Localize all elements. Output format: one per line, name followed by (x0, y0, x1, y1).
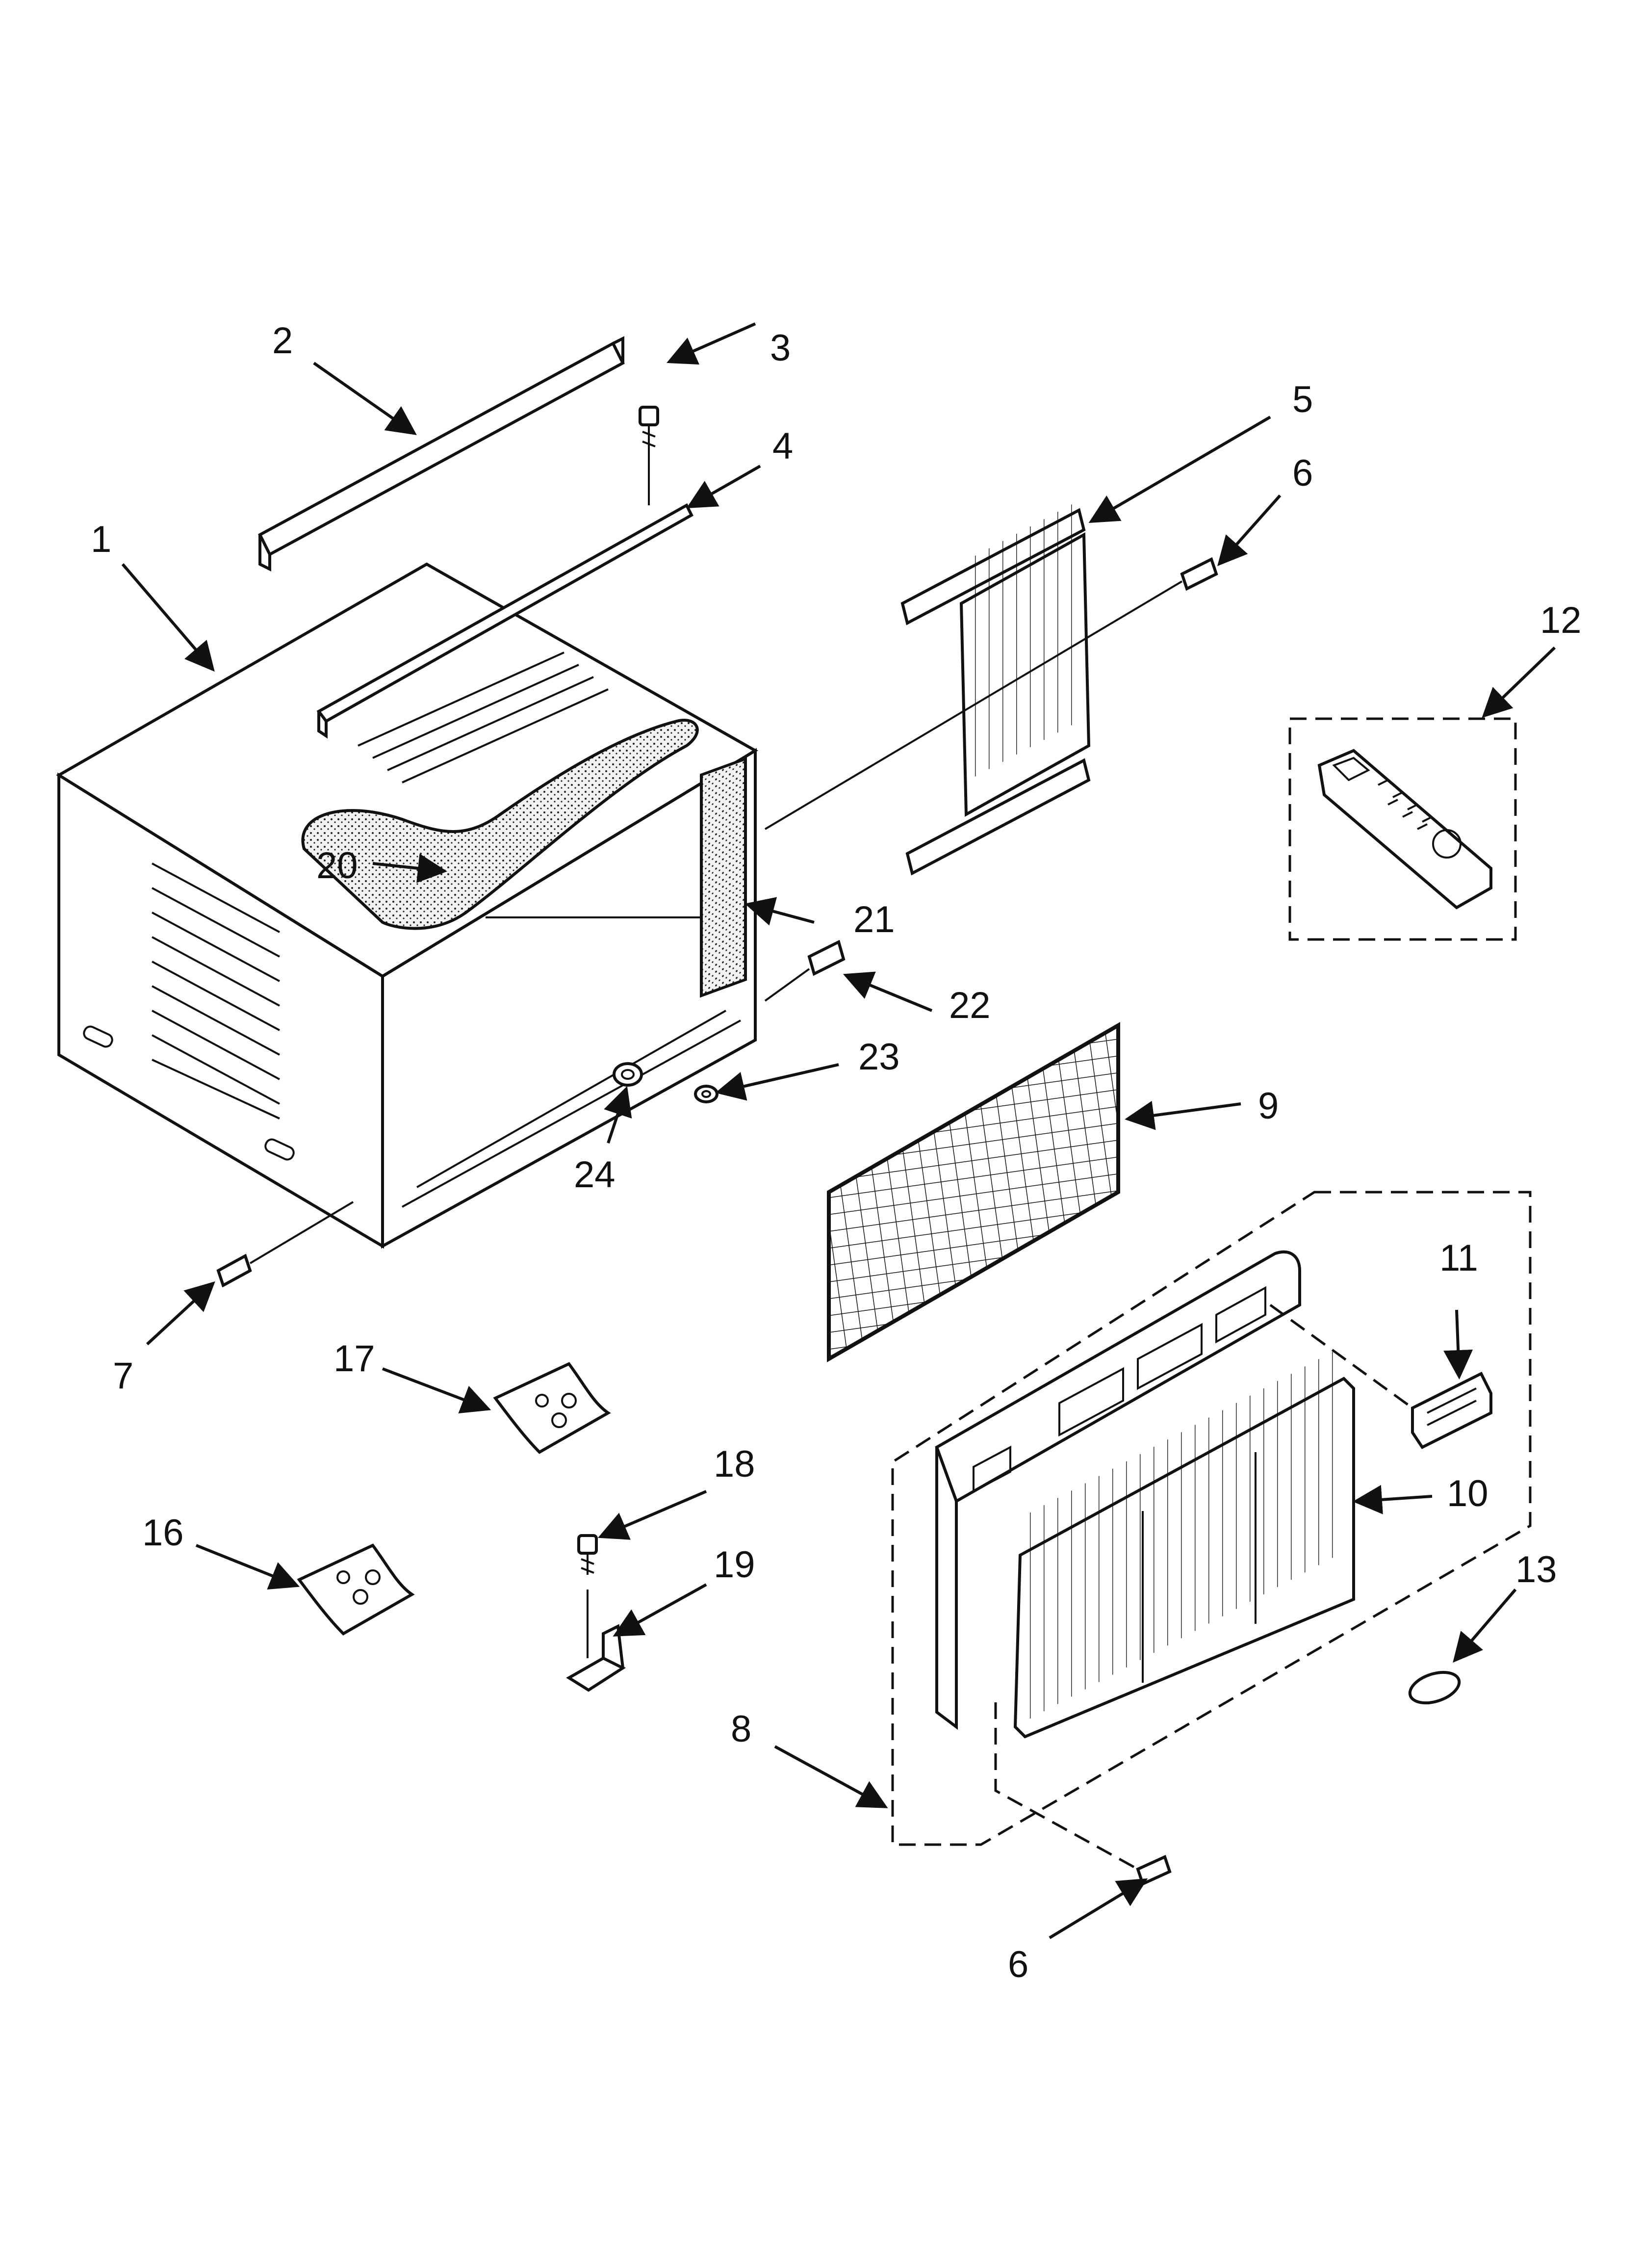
callout-labels: 1 2 3 4 5 6 12 20 21 22 23 24 9 7 17 11 … (91, 320, 1582, 1985)
callout-4: 4 (772, 425, 793, 467)
callout-20: 20 (316, 845, 358, 886)
cabinet-top-louvers (358, 652, 609, 783)
side-curtain-panel (900, 499, 1091, 876)
mounting-bracket-upper (493, 1362, 611, 1454)
callout-6-lower: 6 (1008, 1944, 1028, 1985)
angle-bracket (566, 1624, 626, 1692)
callout-11: 11 (1439, 1237, 1478, 1279)
screw-bracket (577, 1534, 598, 1658)
remote-control-group (1288, 717, 1517, 941)
cabinet-side-louvers (152, 862, 280, 1120)
front-panel-frame (935, 1250, 1301, 1730)
air-louver-knob (1269, 1303, 1492, 1449)
callout-6-upper: 6 (1292, 452, 1313, 494)
callout-10: 10 (1447, 1473, 1488, 1514)
callout-24: 24 (574, 1154, 616, 1196)
foam-seal-top (301, 719, 699, 930)
callout-7: 7 (113, 1355, 133, 1397)
front-grille (1013, 1346, 1355, 1739)
callout-21: 21 (853, 899, 895, 940)
callout-12: 12 (1540, 600, 1582, 641)
leader-lines (121, 322, 1556, 1939)
screw-front (216, 1201, 354, 1288)
callout-18: 18 (714, 1443, 755, 1485)
callout-3: 3 (770, 327, 791, 369)
callout-1: 1 (91, 519, 111, 560)
screw-curtain (764, 557, 1218, 830)
callout-16: 16 (142, 1512, 184, 1554)
drain-grommet (613, 1062, 643, 1087)
callout-9: 9 (1258, 1085, 1279, 1127)
callout-13: 13 (1515, 1549, 1557, 1590)
screw-side (764, 939, 846, 1002)
callout-8: 8 (731, 1708, 751, 1750)
filter-mesh (827, 1022, 1120, 1362)
callout-22: 22 (949, 985, 991, 1026)
callout-19: 19 (714, 1544, 755, 1586)
drain-washer (694, 1085, 718, 1103)
top-bracket (316, 503, 693, 739)
mounting-bracket-lower (297, 1543, 415, 1636)
logo-badge (1408, 1670, 1461, 1705)
front-panel-group-boundary (891, 1191, 1532, 1846)
foam-seal-side (700, 756, 747, 998)
callout-2: 2 (272, 320, 293, 362)
callout-5: 5 (1292, 379, 1313, 420)
top-rail (258, 336, 625, 572)
callout-23: 23 (858, 1036, 900, 1078)
screw-top (639, 406, 659, 505)
cabinet-shell (56, 562, 758, 1249)
callout-17: 17 (334, 1338, 375, 1380)
